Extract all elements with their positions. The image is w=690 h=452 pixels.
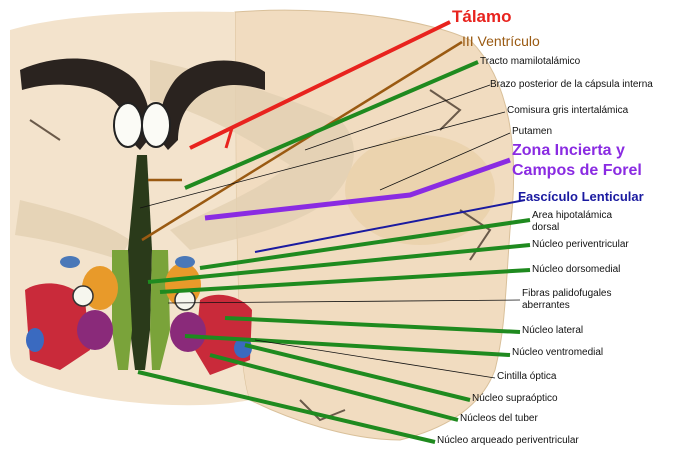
fornix-left <box>114 103 142 147</box>
label-ventromedial: Núcleo ventromedial <box>512 348 603 359</box>
label-putamen: Putamen <box>512 127 552 138</box>
label-fibras-2: aberrantes <box>522 301 570 312</box>
label-area-2: dorsal <box>532 223 559 234</box>
label-cintilla: Cintilla óptica <box>497 372 556 383</box>
label-zona-1: Zona Incierta y <box>512 143 625 160</box>
ventromedial-left <box>77 310 113 350</box>
label-brazo: Brazo posterior de la cápsula interna <box>490 80 653 91</box>
label-periventricular: Núcleo periventricular <box>532 240 629 251</box>
label-fasciculo: Fascículo Lenticular <box>518 190 644 204</box>
label-ventriculo: III Ventrículo <box>462 34 540 49</box>
label-area-1: Area hipotalámica <box>532 211 612 222</box>
label-comisura: Comisura gris intertalámica <box>507 106 628 117</box>
label-zona-2: Campos de Forel <box>512 163 642 180</box>
label-arqueado: Núcleo arqueado periventricular <box>437 436 579 447</box>
fornix-right <box>142 103 170 147</box>
ventromedial-right <box>170 312 206 352</box>
blue-spot-r <box>175 256 195 268</box>
label-dorsomedial: Núcleo dorsomedial <box>532 265 620 276</box>
mammillary-right <box>175 290 195 310</box>
label-supraoptico: Núcleo supraóptico <box>472 394 558 405</box>
label-tracto: Tracto mamilotalámico <box>480 57 580 68</box>
optic-tract-left <box>26 328 44 352</box>
label-lateral: Núcleo lateral <box>522 326 583 337</box>
blue-spot-l <box>60 256 80 268</box>
label-talamo: Tálamo <box>452 8 512 26</box>
label-fibras-1: Fibras palidofugales <box>522 289 612 300</box>
label-tuber: Núcleos del tuber <box>460 414 538 425</box>
mammillary-left <box>73 286 93 306</box>
